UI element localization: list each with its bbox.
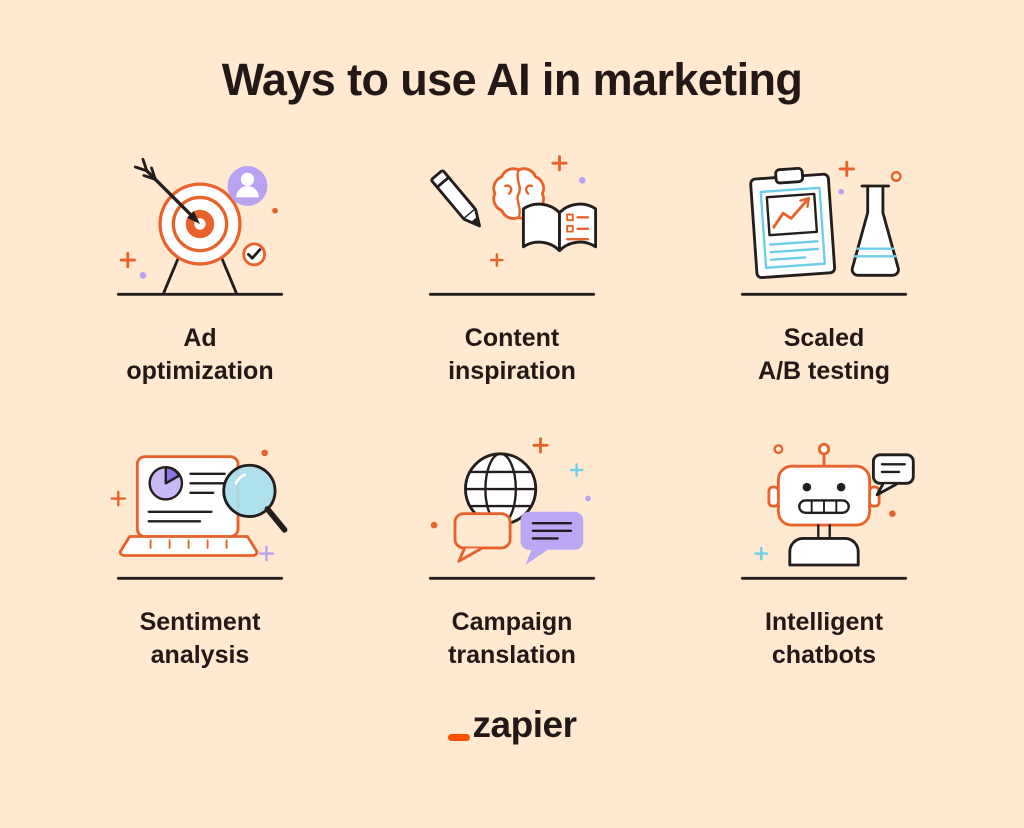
- feature-label: Ad optimization: [126, 322, 273, 388]
- zapier-logo-underscore-icon: [447, 734, 470, 741]
- feature-label-line1: Scaled: [783, 324, 865, 352]
- feature-item-content-inspiration: Content inspiration: [356, 148, 668, 388]
- robot-chat-icon: [729, 432, 919, 584]
- feature-label-line1: Campaign: [451, 608, 573, 636]
- feature-item-scaled-ab-testing: Scaled A/B testing: [668, 148, 980, 388]
- feature-item-intelligent-chatbots: Intelligent chatbots: [668, 432, 980, 672]
- feature-label-line2: analysis: [150, 641, 250, 669]
- feature-label-line1: Ad: [183, 324, 217, 352]
- feature-label: Sentiment analysis: [140, 606, 261, 672]
- feature-label-line2: A/B testing: [758, 357, 890, 385]
- features-grid: Ad optimization: [44, 148, 980, 672]
- feature-label: Intelligent chatbots: [765, 606, 883, 672]
- feature-label-line1: Sentiment: [139, 608, 261, 636]
- feature-item-campaign-translation: Campaign translation: [356, 432, 668, 672]
- feature-label: Campaign translation: [448, 606, 576, 672]
- feature-label: Content inspiration: [448, 322, 576, 388]
- feature-label: Scaled A/B testing: [758, 322, 890, 388]
- zapier-logo: zapier: [447, 704, 577, 746]
- page-title: Ways to use AI in marketing: [221, 54, 803, 105]
- brain-pencil-book-icon: [417, 148, 607, 300]
- feature-label-line2: inspiration: [448, 357, 576, 385]
- feature-item-ad-optimization: Ad optimization: [44, 148, 356, 388]
- feature-label-line1: Intelligent: [764, 608, 884, 636]
- laptop-magnifier-icon: [105, 432, 295, 584]
- feature-label-line2: translation: [448, 641, 576, 669]
- feature-label-line2: chatbots: [771, 641, 877, 669]
- zapier-logo-text: zapier: [472, 704, 577, 745]
- feature-item-sentiment-analysis: Sentiment analysis: [44, 432, 356, 672]
- globe-speech-bubbles-icon: [417, 432, 607, 584]
- target-arrow-icon: [105, 148, 295, 300]
- clipboard-chart-flask-icon: [729, 148, 919, 300]
- feature-label-line1: Content: [464, 324, 560, 352]
- feature-label-line2: optimization: [126, 357, 274, 385]
